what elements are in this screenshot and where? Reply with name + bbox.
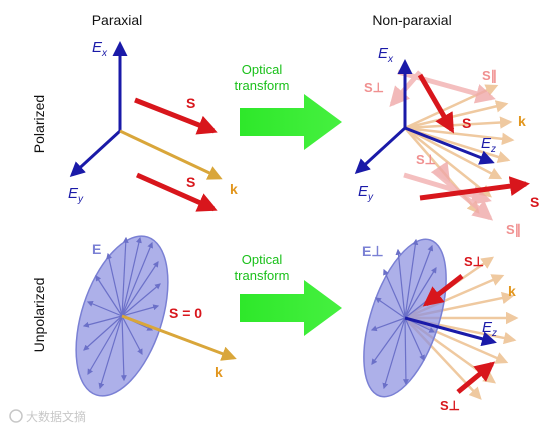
- s-vector-lower: [135, 172, 218, 212]
- optical-transform-arrow-bottom: Optical transform: [235, 252, 342, 336]
- watermark: 大数据文摘: [9, 409, 86, 424]
- s-par-label-bottom: S∥: [506, 222, 521, 238]
- nonparaxial-polarized-panel: Ex Ey Ez S⊥ S∥ S k S⊥ S S∥: [354, 45, 539, 238]
- transform-label-line2: transform: [235, 78, 290, 93]
- ey-label: Ey: [68, 185, 84, 205]
- s-label-upper: S: [186, 95, 195, 111]
- watermark-text: 大数据文摘: [26, 409, 86, 424]
- disk-spokes-np: [370, 238, 439, 390]
- e-perp-label: E⊥: [362, 243, 384, 259]
- s-label-np-top: S: [462, 115, 471, 131]
- s-perp-label-unpol-top: S⊥: [464, 254, 484, 269]
- paraxial-unpolarized-panel: E S = 0 k: [75, 235, 237, 397]
- row-label-unpolarized: Unpolarized: [31, 278, 47, 353]
- ey-axis: [69, 129, 122, 178]
- s-zero-label: S = 0: [169, 305, 202, 321]
- s-perp-label-unpol-bottom: S⊥: [440, 398, 460, 413]
- ez-label-unpol: Ez: [482, 319, 497, 339]
- transform-label-line1-b: Optical: [242, 252, 283, 267]
- header-paraxial: Paraxial: [92, 12, 143, 28]
- row-label-polarized: Polarized: [31, 95, 47, 153]
- ex-label: Ex: [92, 39, 108, 59]
- s-label-lower: S: [186, 174, 195, 190]
- s-perp-vector-lower: [456, 361, 496, 394]
- ez-label-np: Ez: [481, 135, 496, 155]
- s-label-np-lower: S: [530, 194, 539, 210]
- transform-label-line2-b: transform: [235, 268, 290, 283]
- s-par-label-top: S∥: [482, 68, 497, 84]
- watermark-icon: [9, 409, 23, 423]
- k-label-unpol-np: k: [508, 283, 516, 299]
- k-label-np: k: [518, 113, 526, 129]
- optical-transform-arrow-top: Optical transform: [235, 62, 342, 150]
- s-vector-upper: [134, 97, 218, 135]
- green-arrow-shape: [240, 94, 342, 150]
- faint-s-vectors: [389, 69, 496, 221]
- ez-axis-np: [404, 126, 495, 165]
- s-vector-np-upper: [417, 73, 455, 134]
- ey-label-np: Ey: [358, 183, 374, 203]
- s-perp-label-mid: S⊥: [416, 152, 436, 167]
- k-vector-unpol: [121, 314, 237, 361]
- green-arrow-shape-b: [240, 280, 342, 336]
- s-perp-vector-upper: [422, 274, 464, 307]
- s-vector-np-lower: [419, 176, 530, 201]
- k-label-unpol: k: [215, 364, 223, 380]
- ez-axis-unpol: [404, 316, 497, 347]
- nonparaxial-unpolarized-panel: E⊥ S⊥ k Ez S⊥: [362, 238, 519, 413]
- transform-label-line1: Optical: [242, 62, 283, 77]
- k-label: k: [230, 181, 238, 197]
- paraxial-polarized-panel: Ex Ey S S k: [68, 39, 238, 212]
- k-vector: [119, 129, 223, 180]
- ey-axis-np: [354, 126, 407, 175]
- ex-label-np: Ex: [378, 45, 394, 65]
- header-nonparaxial: Non-paraxial: [372, 12, 451, 28]
- s-perp-label-top: S⊥: [364, 80, 384, 95]
- e-label: E: [92, 241, 101, 257]
